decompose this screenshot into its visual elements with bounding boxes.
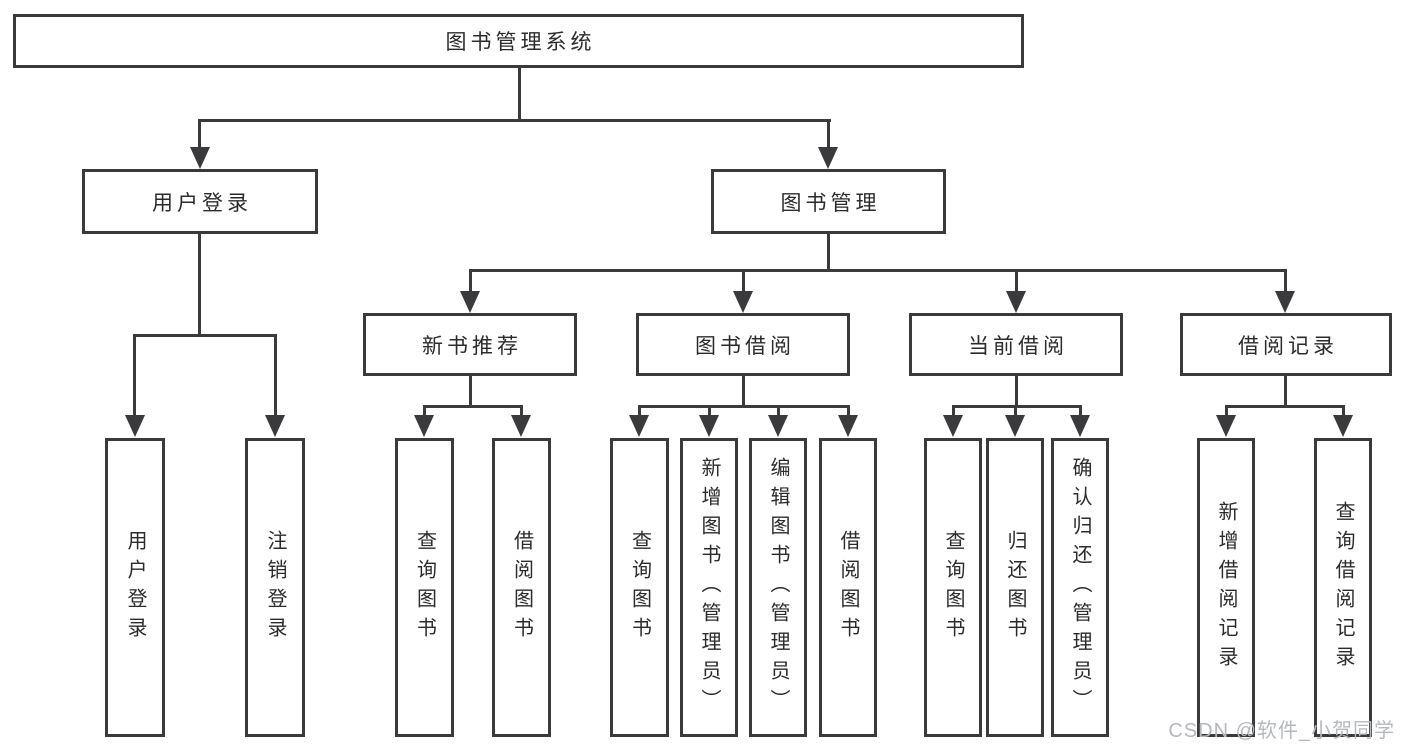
leaf-confirm-return-admin-label: 确认归还（管理员） [1069, 457, 1091, 718]
connector-line [1342, 405, 1345, 419]
node-borrow-records-label: 借阅记录 [1238, 334, 1338, 358]
leaf-query-borrow-record-label: 查询借阅记录 [1332, 500, 1354, 675]
connector-line [1284, 269, 1287, 293]
connector-line [742, 269, 745, 293]
arrow-down-icon [1333, 415, 1353, 437]
leaf-query-book-current-label: 查询图书 [942, 529, 964, 646]
arrow-down-icon [943, 415, 963, 437]
connector-line [133, 334, 136, 418]
leaf-borrow-book-label: 借阅图书 [837, 529, 859, 646]
node-book-borrow: 图书借阅 [636, 313, 850, 376]
connector-line [952, 405, 955, 419]
connector-line [1079, 405, 1082, 419]
arrow-down-icon [1006, 291, 1026, 313]
node-new-book-recommend-label: 新书推荐 [422, 334, 522, 358]
connector-line [1284, 374, 1287, 407]
connector-line [518, 66, 521, 121]
leaf-return-book-label: 归还图书 [1004, 529, 1026, 646]
leaf-add-borrow-record-label: 新增借阅记录 [1215, 500, 1237, 675]
leaf-query-book-recommend: 查询图书 [395, 438, 454, 737]
connector-line [827, 232, 830, 272]
connector-line [1015, 269, 1018, 293]
leaf-query-book-recommend-label: 查询图书 [413, 529, 436, 646]
connector-line [827, 119, 830, 151]
leaf-user-login-label: 用户登录 [124, 529, 146, 646]
node-new-book-recommend: 新书推荐 [363, 313, 577, 376]
arrow-down-icon [768, 415, 788, 437]
node-book-borrow-label: 图书借阅 [695, 334, 795, 358]
connector-line [1225, 405, 1345, 408]
connector-line [1225, 405, 1228, 419]
node-user-login-label: 用户登录 [152, 191, 252, 215]
arrow-down-icon [699, 415, 719, 437]
node-root: 图书管理系统 [13, 14, 1024, 68]
node-book-management-label: 图书管理 [780, 191, 881, 215]
connector-line [742, 374, 745, 407]
connector-line [520, 405, 523, 419]
leaf-logout: 注销登录 [245, 438, 305, 737]
leaf-logout-label: 注销登录 [264, 529, 286, 646]
leaf-query-borrow-record: 查询借阅记录 [1314, 438, 1372, 737]
connector-line [198, 232, 201, 336]
node-current-borrow: 当前借阅 [909, 313, 1123, 376]
connector-line [469, 269, 472, 293]
leaf-borrow-book: 借阅图书 [819, 438, 877, 737]
connector-line [952, 405, 1082, 408]
arrow-down-icon [414, 415, 434, 437]
arrow-down-icon [1070, 415, 1090, 437]
arrow-down-icon [190, 147, 210, 169]
connector-line [423, 405, 426, 419]
connector-line [847, 405, 850, 419]
connector-line [777, 405, 780, 419]
leaf-confirm-return-admin: 确认归还（管理员） [1051, 438, 1109, 737]
connector-line [274, 334, 277, 418]
arrow-down-icon [733, 291, 753, 313]
leaf-edit-book-admin: 编辑图书（管理员） [749, 438, 807, 737]
connector-line [638, 405, 850, 408]
arrow-down-icon [629, 415, 649, 437]
leaf-borrow-book-recommend: 借阅图书 [492, 438, 551, 737]
node-borrow-records: 借阅记录 [1180, 313, 1392, 376]
connector-line [423, 405, 523, 408]
connector-line [1014, 405, 1017, 419]
leaf-query-book-borrow-label: 查询图书 [628, 529, 651, 646]
connector-line [133, 334, 277, 337]
node-book-management: 图书管理 [711, 169, 946, 234]
leaf-edit-book-admin-label: 编辑图书（管理员） [767, 457, 789, 718]
connector-line [469, 269, 1287, 272]
connector-line [198, 119, 201, 151]
leaf-add-borrow-record: 新增借阅记录 [1197, 438, 1255, 737]
leaf-query-book-borrow: 查询图书 [610, 438, 669, 737]
leaf-query-book-current: 查询图书 [924, 438, 982, 737]
leaf-borrow-book-recommend-label: 借阅图书 [510, 529, 533, 646]
arrow-down-icon [838, 415, 858, 437]
connector-line [708, 405, 711, 419]
arrow-down-icon [460, 291, 480, 313]
arrow-down-icon [1216, 415, 1236, 437]
arrow-down-icon [1005, 415, 1025, 437]
node-current-borrow-label: 当前借阅 [968, 334, 1068, 358]
leaf-return-book: 归还图书 [986, 438, 1044, 737]
connector-line [1015, 374, 1018, 407]
csdn-watermark: CSDN @软件_小贺同学 [1168, 720, 1395, 742]
arrow-down-icon [125, 415, 145, 437]
leaf-add-book-admin: 新增图书（管理员） [680, 438, 738, 737]
connector-line [469, 374, 472, 407]
node-root-label: 图书管理系统 [445, 31, 596, 54]
arrow-down-icon [511, 415, 531, 437]
connector-line [198, 119, 831, 122]
arrow-down-icon [265, 415, 285, 437]
node-user-login: 用户登录 [82, 169, 318, 234]
arrow-down-icon [818, 147, 838, 169]
leaf-user-login: 用户登录 [105, 438, 165, 737]
connector-line [638, 405, 641, 419]
leaf-add-book-admin-label: 新增图书（管理员） [698, 457, 720, 718]
arrow-down-icon [1275, 291, 1295, 313]
